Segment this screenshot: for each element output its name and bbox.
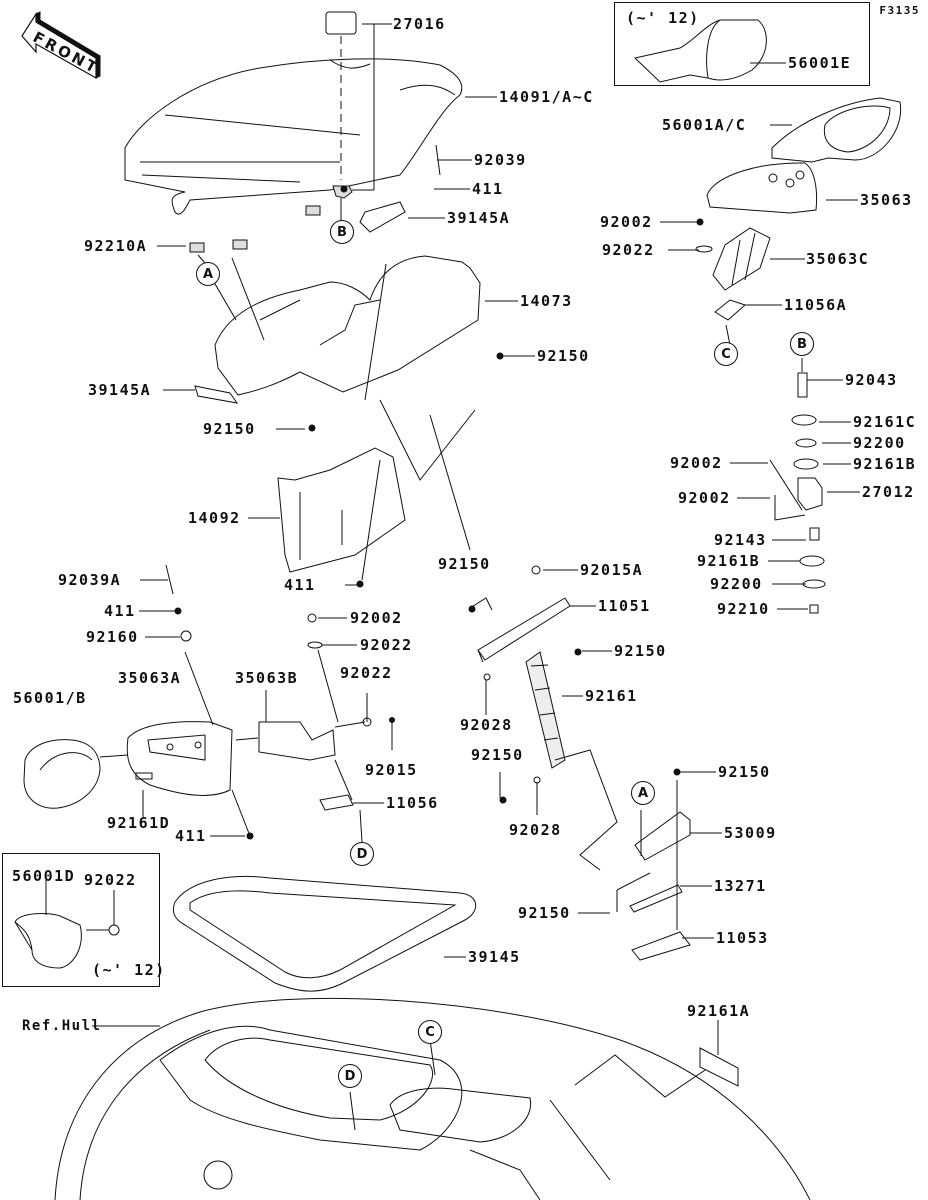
part-label: 39145 xyxy=(468,948,521,966)
part-label: 92150 xyxy=(471,746,524,764)
part-label: 92143 xyxy=(714,531,767,549)
part-label: 56001E xyxy=(788,54,852,72)
part-label: 92150 xyxy=(203,420,256,438)
part-label: 92210A xyxy=(84,237,148,255)
part-label: 92015 xyxy=(365,761,418,779)
part-label: 411 xyxy=(284,576,316,594)
inset-box-56001D xyxy=(2,853,160,987)
part-label: 92210 xyxy=(717,600,770,618)
part-label: 92002 xyxy=(670,454,723,472)
gasket-39145-drawing xyxy=(172,875,477,992)
part-label: 11056 xyxy=(386,794,439,812)
part-label: 39145A xyxy=(88,381,152,399)
part-label: 13271 xyxy=(714,877,767,895)
seat-cover-drawing xyxy=(124,58,463,215)
part-label: 92200 xyxy=(710,575,763,593)
part-label: 92028 xyxy=(509,821,562,839)
callout-A-right: A xyxy=(631,781,655,805)
front-arrow-icon xyxy=(21,11,102,80)
part-label: 92022 xyxy=(602,241,655,259)
part-label: 92200 xyxy=(853,434,906,452)
part-label: 411 xyxy=(104,602,136,620)
figure-code: F3135 xyxy=(879,4,920,17)
part-label: 92028 xyxy=(460,716,513,734)
part-label: 92150 xyxy=(438,555,491,573)
right-mirror-assembly-drawing xyxy=(695,97,902,346)
part-label: 92002 xyxy=(600,213,653,231)
part-label: 56001A/C xyxy=(662,116,747,134)
part-label: 92160 xyxy=(86,628,139,646)
part-label: 92161 xyxy=(585,687,638,705)
part-label: 56001D xyxy=(12,867,76,885)
part-label: 92022 xyxy=(360,636,413,654)
part-label: 35063B xyxy=(235,669,299,687)
part-label: 92039A xyxy=(58,571,122,589)
variant-note-bottom: (~' 12) xyxy=(92,961,166,979)
part-label: 35063 xyxy=(860,191,913,209)
part-label: 92043 xyxy=(845,371,898,389)
part-label: 92039 xyxy=(474,151,527,169)
spring-assembly-drawing xyxy=(429,414,618,871)
latch-53009-drawing xyxy=(616,768,691,961)
callout-C-hull: C xyxy=(418,1020,442,1044)
variant-note-top: (~' 12) xyxy=(626,9,700,27)
part-label: 92150 xyxy=(537,347,590,365)
callout-B-top: B xyxy=(330,220,354,244)
inset-box-56001E xyxy=(614,2,870,86)
part-label: 27012 xyxy=(862,483,915,501)
part-label: 92022 xyxy=(340,664,393,682)
reference-hull-label: Ref.Hull xyxy=(22,1018,102,1034)
cap-27016-drawing xyxy=(325,11,392,222)
left-mirror-assembly-drawing xyxy=(23,564,395,843)
part-label: 14092 xyxy=(188,509,241,527)
leader-lines xyxy=(92,62,860,1027)
part-label: 27016 xyxy=(393,15,446,33)
part-label: 411 xyxy=(175,827,207,845)
callout-C-right: C xyxy=(714,342,738,366)
part-label: 14091/A~C xyxy=(499,88,594,106)
part-label: 92015A xyxy=(580,561,644,579)
part-label: 92161C xyxy=(853,413,917,431)
housing-14073-drawing xyxy=(189,144,504,432)
part-label: 92150 xyxy=(518,904,571,922)
part-label: 411 xyxy=(472,180,504,198)
part-label: 35063A xyxy=(118,669,182,687)
inset-56001E-drawing xyxy=(633,19,767,83)
callout-A-top: A xyxy=(196,262,220,286)
part-label: 92002 xyxy=(678,489,731,507)
panel-14092-drawing xyxy=(277,399,476,588)
part-label: 92150 xyxy=(614,642,667,660)
part-label: 92161B xyxy=(853,455,917,473)
part-label: 92161A xyxy=(687,1002,751,1020)
part-label: 53009 xyxy=(724,824,777,842)
callout-D-hull: D xyxy=(338,1064,362,1088)
callout-D-mid: D xyxy=(350,842,374,866)
part-label: 11053 xyxy=(716,929,769,947)
part-label: 11051 xyxy=(598,597,651,615)
part-label: 39145A xyxy=(447,209,511,227)
part-label: 14073 xyxy=(520,292,573,310)
hull-drawing xyxy=(54,997,811,1200)
part-label: 92161D xyxy=(107,814,171,832)
part-label: 35063C xyxy=(806,250,870,268)
part-label: 92161B xyxy=(697,552,761,570)
inset-56001D-drawing xyxy=(14,880,120,969)
part-label: 92002 xyxy=(350,609,403,627)
callout-B-right: B xyxy=(790,332,814,356)
part-label: 92150 xyxy=(718,763,771,781)
part-label: 11056A xyxy=(784,296,848,314)
part-label: 92022 xyxy=(84,871,137,889)
part-label: 56001/B xyxy=(13,689,87,707)
latch-stack-drawing xyxy=(769,358,826,614)
